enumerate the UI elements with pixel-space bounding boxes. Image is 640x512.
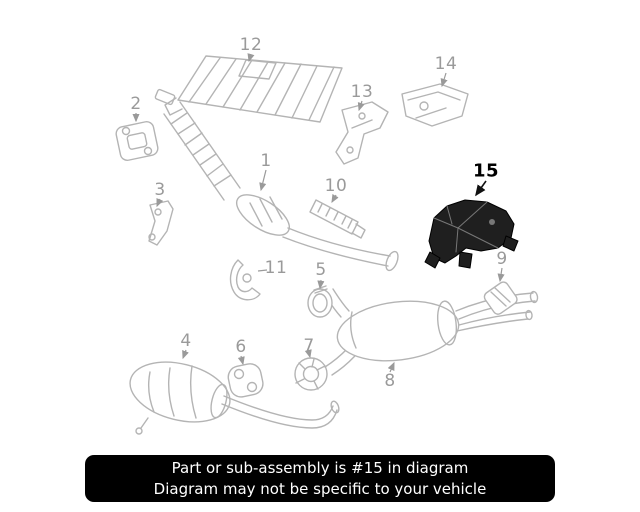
callout-6: 6 <box>235 337 247 357</box>
callout-3: 3 <box>154 180 166 200</box>
part-7-donut-gasket <box>294 349 328 391</box>
callout-14: 14 <box>434 54 458 74</box>
part-8-center-muffler <box>336 290 539 373</box>
callout-9: 9 <box>496 249 508 269</box>
callout-10: 10 <box>324 176 348 196</box>
callout-12: 12 <box>239 35 263 55</box>
part-15-heat-shield-highlighted <box>424 180 519 269</box>
part-9-clamp-sleeve <box>483 267 518 315</box>
callout-1: 1 <box>260 151 272 171</box>
callout-5: 5 <box>315 260 327 280</box>
callout-8: 8 <box>384 371 396 391</box>
part-6-rubber-mount <box>227 355 264 398</box>
callout-4: 4 <box>180 331 192 351</box>
part-3-bracket <box>148 197 174 246</box>
callout-11: 11 <box>264 258 288 278</box>
banner-line-disclaimer: Diagram may not be specific to your vehi… <box>153 479 487 498</box>
part-11-hanger-bracket <box>229 259 268 301</box>
part-2-flange-gasket <box>115 113 159 161</box>
callout-7: 7 <box>303 336 315 356</box>
part-10-support-bracket <box>309 193 366 239</box>
diagram-note-banner: Part or sub-assembly is #15 in diagram D… <box>85 455 555 502</box>
part-1-front-pipe-catalytic <box>154 88 399 272</box>
callout-15-highlighted: 15 <box>472 160 500 182</box>
part-4-rear-muffler <box>129 349 340 435</box>
part-14-heat-shield <box>401 72 469 127</box>
part-5-clamp <box>307 279 333 318</box>
banner-line-part-reference: Part or sub-assembly is #15 in diagram <box>171 458 469 477</box>
part-12-cowl-panel <box>164 53 343 123</box>
part-13-bracket <box>335 100 389 165</box>
callout-13: 13 <box>350 82 374 102</box>
callout-2: 2 <box>130 94 142 114</box>
